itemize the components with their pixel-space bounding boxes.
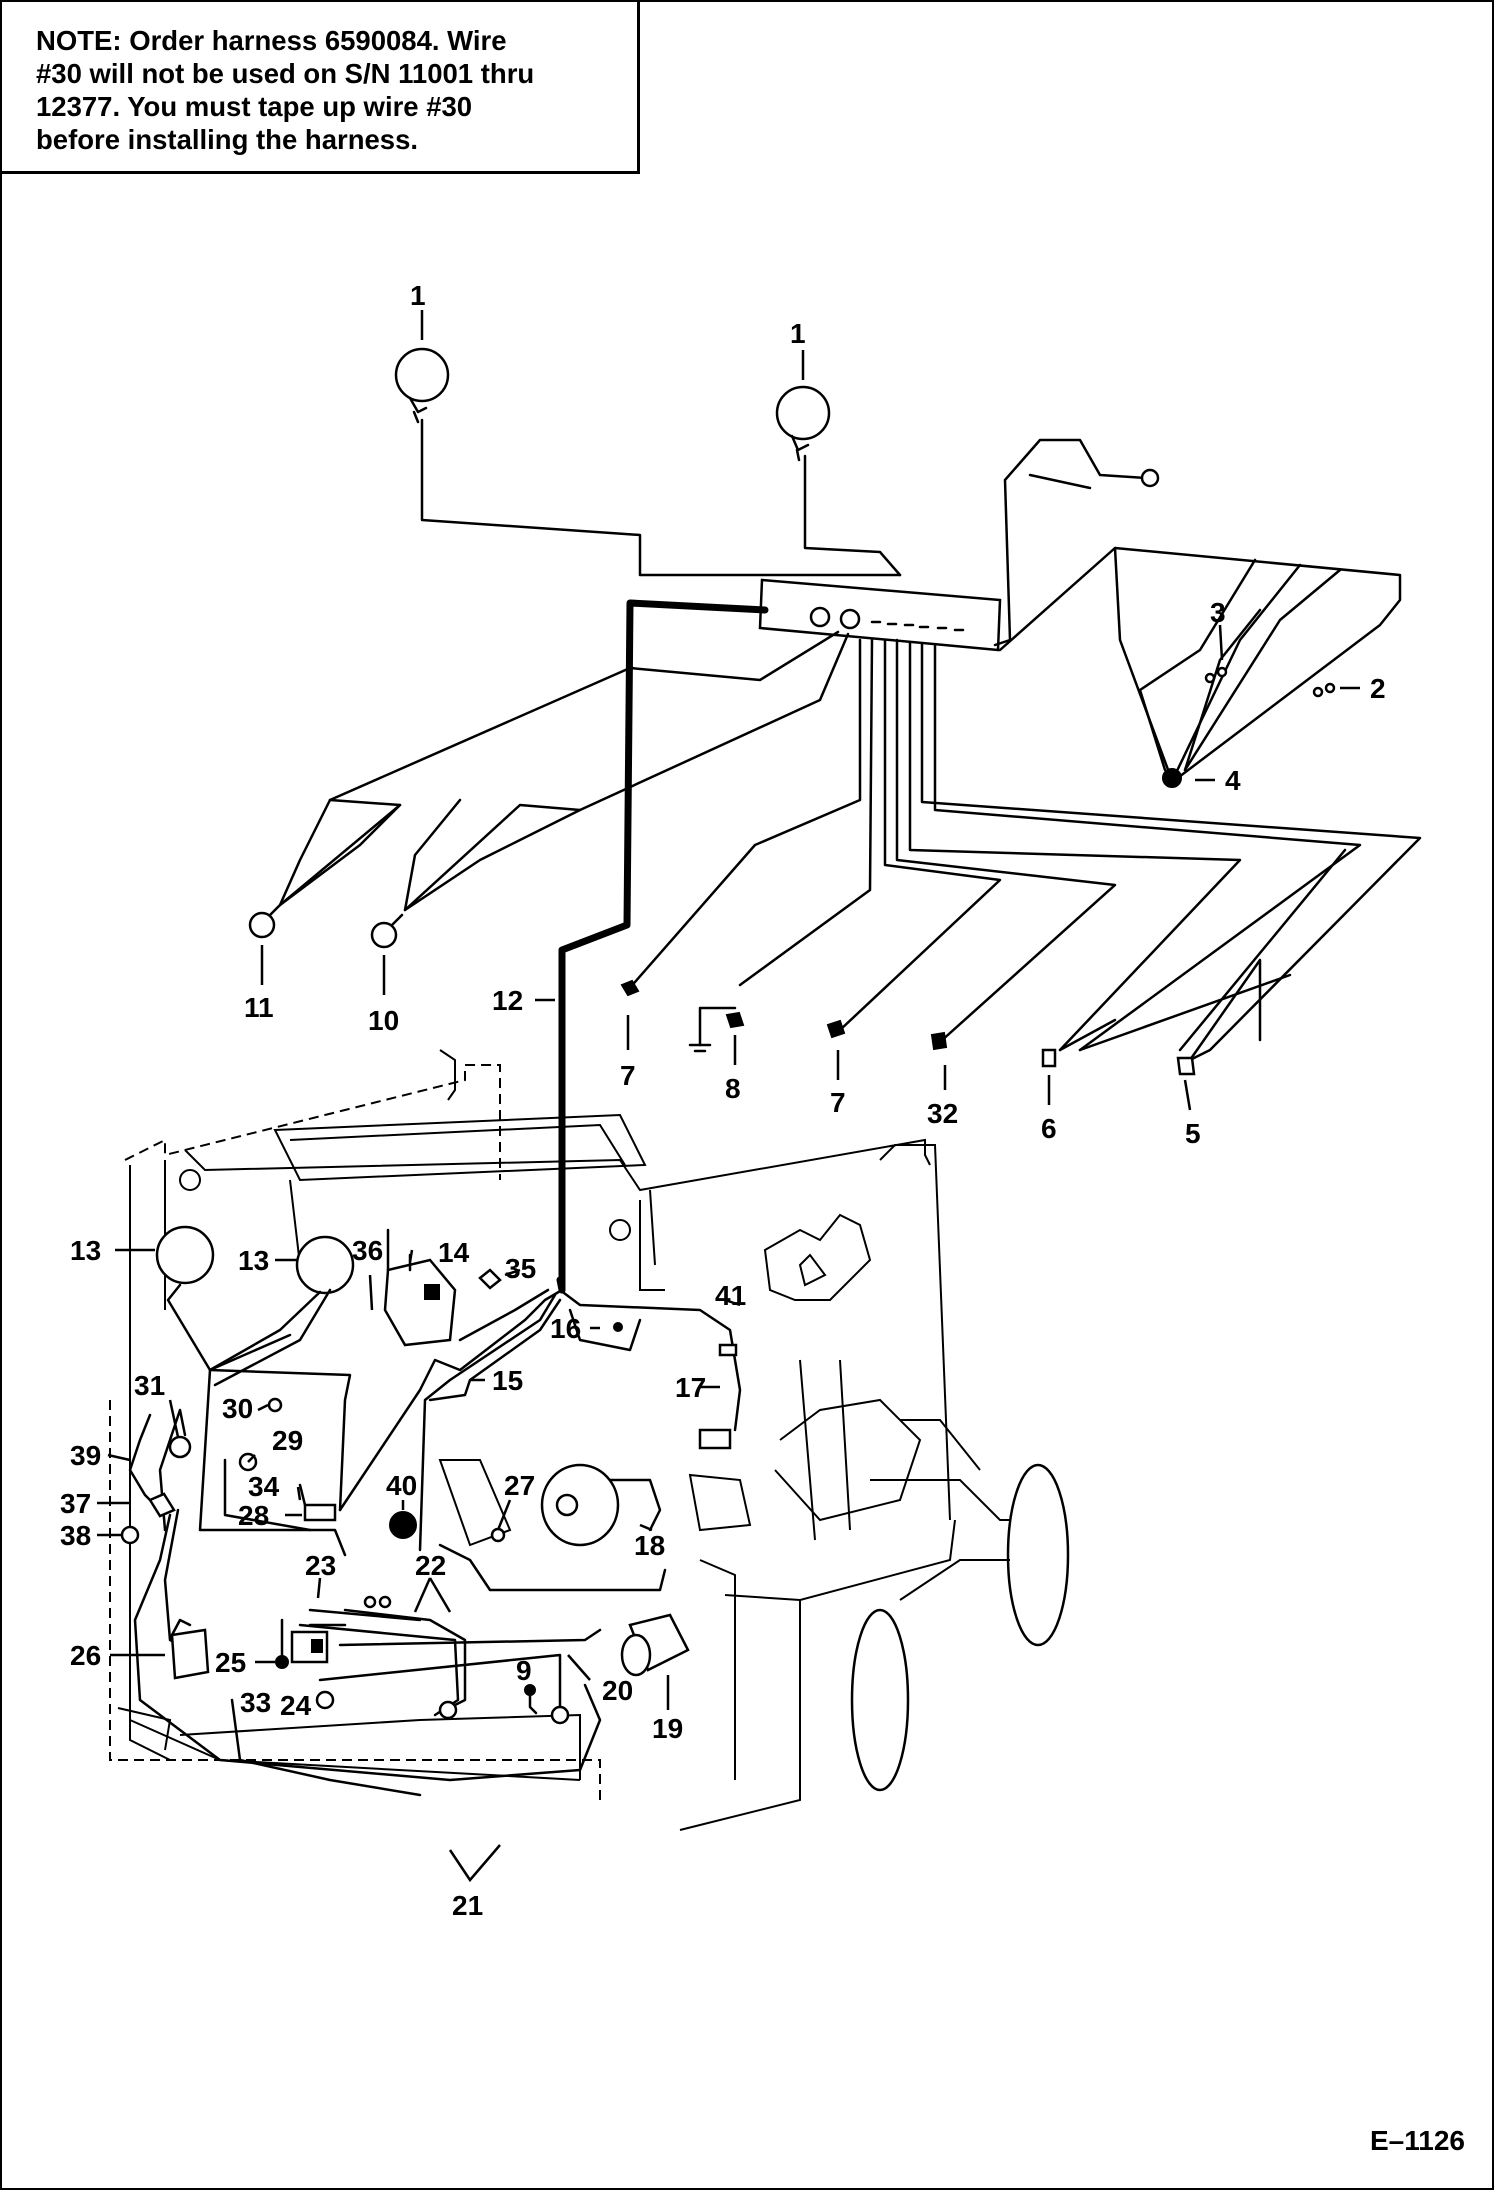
callout-8: 8: [725, 1073, 741, 1104]
note-line-4: before installing the harness.: [36, 124, 419, 155]
callout-17: 17: [675, 1372, 706, 1403]
switch-panel: [758, 438, 1160, 652]
branch-left-sockets: [248, 630, 850, 949]
lamp-13-left: [155, 1225, 215, 1285]
callout-31: 31: [134, 1370, 165, 1401]
callout-19: 19: [652, 1713, 683, 1744]
callout-16: 16: [550, 1313, 581, 1344]
callout-13-left: 13: [70, 1235, 101, 1266]
callout-5: 5: [1185, 1118, 1201, 1149]
callout-12: 12: [492, 985, 523, 1016]
callout-labels: 1 1 3 2 4 11 10 12 7 8 7 32 6 5 13 13 36…: [60, 280, 1386, 1921]
note-line-1: NOTE: Order harness 6590084. Wire: [36, 25, 507, 56]
upper-harness: [248, 347, 1422, 1294]
callout-24: 24: [280, 1690, 312, 1721]
callout-4: 4: [1225, 765, 1241, 796]
callout-9: 9: [516, 1655, 532, 1686]
part-26: [170, 1628, 210, 1680]
lower-harness: [120, 1225, 827, 1797]
callout-6: 6: [1041, 1113, 1057, 1144]
callout-20: 20: [602, 1675, 633, 1706]
note-line-2: #30 will not be used on S/N 11001 thru: [36, 58, 535, 89]
callout-11: 11: [244, 992, 274, 1023]
callout-35: 35: [505, 1253, 536, 1284]
light-left: [394, 347, 902, 577]
callout-40: 40: [386, 1470, 417, 1501]
note-box: NOTE: Order harness 6590084. Wire #30 wi…: [2, 2, 640, 174]
light-right: [775, 385, 902, 577]
callout-14: 14: [438, 1237, 470, 1268]
note-line-3: 12377. You must tape up wire #30: [36, 91, 473, 122]
callout-7-right: 7: [830, 1087, 846, 1118]
main-harness-12: [558, 599, 769, 1294]
callout-34: 34: [248, 1471, 280, 1502]
callout-30: 30: [222, 1393, 253, 1424]
callout-21: 21: [452, 1890, 483, 1921]
callout-23: 23: [305, 1550, 336, 1581]
callout-18: 18: [634, 1530, 665, 1561]
branch-lower-connectors: [620, 638, 1422, 1076]
callout-15: 15: [492, 1365, 523, 1396]
note-text: NOTE: Order harness 6590084. Wire #30 wi…: [36, 24, 623, 156]
machine-frame: [109, 1049, 1070, 1831]
part-14: [383, 1258, 457, 1347]
callout-28: 28: [238, 1500, 269, 1531]
callout-10: 10: [368, 1005, 399, 1036]
alternator-18: [438, 1463, 667, 1592]
callout-leaders: [97, 310, 1360, 1883]
callout-1-left: 1: [410, 280, 426, 311]
callout-38: 38: [60, 1520, 91, 1551]
callout-33: 33: [240, 1687, 271, 1718]
callout-7-left: 7: [620, 1060, 636, 1091]
starter-19: [620, 1613, 690, 1677]
figure-id: E–1126: [1370, 2125, 1465, 2156]
callout-22: 22: [415, 1550, 446, 1581]
branch-right-cluster: [998, 546, 1402, 788]
callout-29: 29: [272, 1425, 303, 1456]
callout-36: 36: [352, 1235, 383, 1266]
callout-37: 37: [60, 1488, 91, 1519]
lamp-13-right: [295, 1235, 355, 1295]
callout-27: 27: [504, 1470, 535, 1501]
callout-32: 32: [927, 1098, 958, 1129]
callout-25: 25: [215, 1647, 246, 1678]
callout-3: 3: [1210, 597, 1226, 628]
callout-2: 2: [1370, 673, 1386, 704]
callout-13-right: 13: [238, 1245, 269, 1276]
callout-41: 41: [715, 1280, 746, 1311]
callout-1-right: 1: [790, 318, 806, 349]
callout-39: 39: [70, 1440, 101, 1471]
callout-26: 26: [70, 1640, 101, 1671]
